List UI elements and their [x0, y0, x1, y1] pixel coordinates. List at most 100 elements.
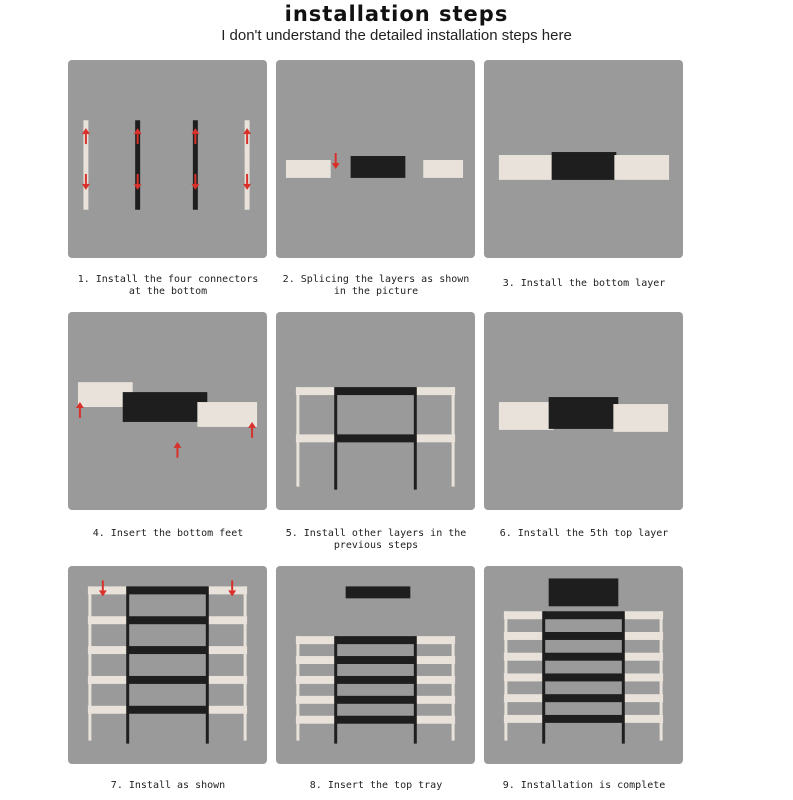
side-layer — [498, 155, 554, 180]
step-9-image — [484, 566, 683, 764]
center-shelf — [543, 694, 624, 703]
center-shelf — [335, 675, 416, 684]
shelf-illustration — [498, 397, 669, 432]
side-shelf — [87, 646, 128, 655]
step-2-caption: 2. Splicing the layers as shown in the p… — [282, 274, 470, 297]
step-4-caption: 4. Insert the bottom feet — [92, 528, 244, 539]
side-shelf — [623, 652, 664, 661]
top-tray — [548, 578, 619, 607]
step-7-caption: 7. Install as shown — [110, 780, 226, 791]
arrow-icon — [243, 128, 252, 145]
shelf-illustration — [503, 578, 664, 744]
page-subtitle: I don't understand the detailed installa… — [221, 27, 572, 44]
center-layer — [122, 392, 208, 422]
side-shelf — [87, 586, 128, 595]
arrow-icon — [133, 173, 142, 190]
arrow-icon — [81, 128, 90, 145]
side-shelf — [415, 434, 456, 443]
center-layer — [350, 156, 406, 178]
arrow-icon — [228, 580, 237, 597]
center-shelf — [335, 636, 416, 645]
step-7-image — [68, 566, 267, 764]
shelf-illustration — [285, 153, 464, 178]
center-shelf — [335, 656, 416, 665]
side-shelf — [503, 694, 544, 703]
side-shelf — [415, 656, 456, 665]
arrow-icon — [248, 421, 257, 438]
step-9-caption: 9. Installation is complete — [502, 780, 666, 791]
center-shelf — [127, 616, 208, 625]
center-shelf — [543, 714, 624, 723]
side-shelf — [87, 616, 128, 625]
arrow-icon — [191, 173, 200, 190]
step-5-caption: 5. Install other layers in the previous … — [285, 528, 467, 551]
step-8-image — [276, 566, 475, 764]
side-shelf — [295, 695, 336, 704]
side-shelf — [415, 675, 456, 684]
side-shelf — [415, 387, 456, 396]
arrow-icon — [81, 173, 90, 190]
center-shelf — [127, 646, 208, 655]
side-shelf — [87, 675, 128, 684]
side-layer — [614, 155, 670, 180]
page-title: installation steps — [284, 2, 509, 26]
step-8-caption: 8. Insert the top tray — [309, 780, 443, 791]
step-5-image — [276, 312, 475, 510]
center-layer — [548, 397, 619, 429]
side-shelf — [623, 694, 664, 703]
step-3-image — [484, 60, 683, 258]
side-shelf — [295, 715, 336, 724]
center-shelf — [543, 631, 624, 640]
side-shelf — [207, 646, 248, 655]
side-shelf — [295, 675, 336, 684]
side-shelf — [415, 695, 456, 704]
side-shelf — [207, 616, 248, 625]
arrow-icon — [75, 402, 84, 418]
side-shelf — [623, 714, 664, 723]
center-shelf — [127, 586, 208, 595]
shelf-illustration — [295, 387, 456, 490]
arrow-icon — [173, 441, 182, 458]
side-shelf — [295, 656, 336, 665]
step-3-caption: 3. Install the bottom layer — [502, 278, 666, 289]
side-shelf — [415, 636, 456, 645]
step-1-image — [68, 60, 267, 258]
side-shelf — [503, 611, 544, 620]
side-layer — [498, 402, 554, 430]
center-shelf — [127, 675, 208, 684]
arrow-icon — [133, 128, 142, 145]
shelf-illustration — [87, 580, 248, 744]
side-shelf — [503, 631, 544, 640]
side-layer — [613, 404, 669, 432]
step-1-caption: 1. Install the four connectors at the bo… — [77, 274, 259, 297]
side-shelf — [503, 652, 544, 661]
shelf-illustration — [498, 152, 670, 180]
center-shelf — [335, 434, 416, 443]
top-tray — [345, 586, 411, 599]
shelf-illustration — [75, 382, 258, 458]
arrow-icon — [191, 128, 200, 145]
center-shelf — [543, 652, 624, 661]
center-shelf — [335, 715, 416, 724]
side-shelf — [623, 673, 664, 682]
side-shelf — [207, 675, 248, 684]
center-shelf — [127, 705, 208, 714]
side-layer — [285, 159, 331, 178]
step-6-image — [484, 312, 683, 510]
center-shelf — [543, 611, 624, 620]
step-4-image — [68, 312, 267, 510]
side-shelf — [503, 714, 544, 723]
side-shelf — [623, 631, 664, 640]
center-layer — [551, 152, 617, 180]
center-shelf — [543, 673, 624, 682]
arrow-icon — [331, 153, 340, 169]
center-shelf — [335, 695, 416, 704]
side-shelf — [207, 705, 248, 714]
side-shelf — [295, 636, 336, 645]
side-shelf — [295, 387, 336, 396]
side-shelf — [207, 586, 248, 595]
side-layer — [423, 159, 464, 178]
shelf-illustration — [81, 120, 252, 210]
side-shelf — [415, 715, 456, 724]
shelf-illustration — [295, 586, 456, 744]
